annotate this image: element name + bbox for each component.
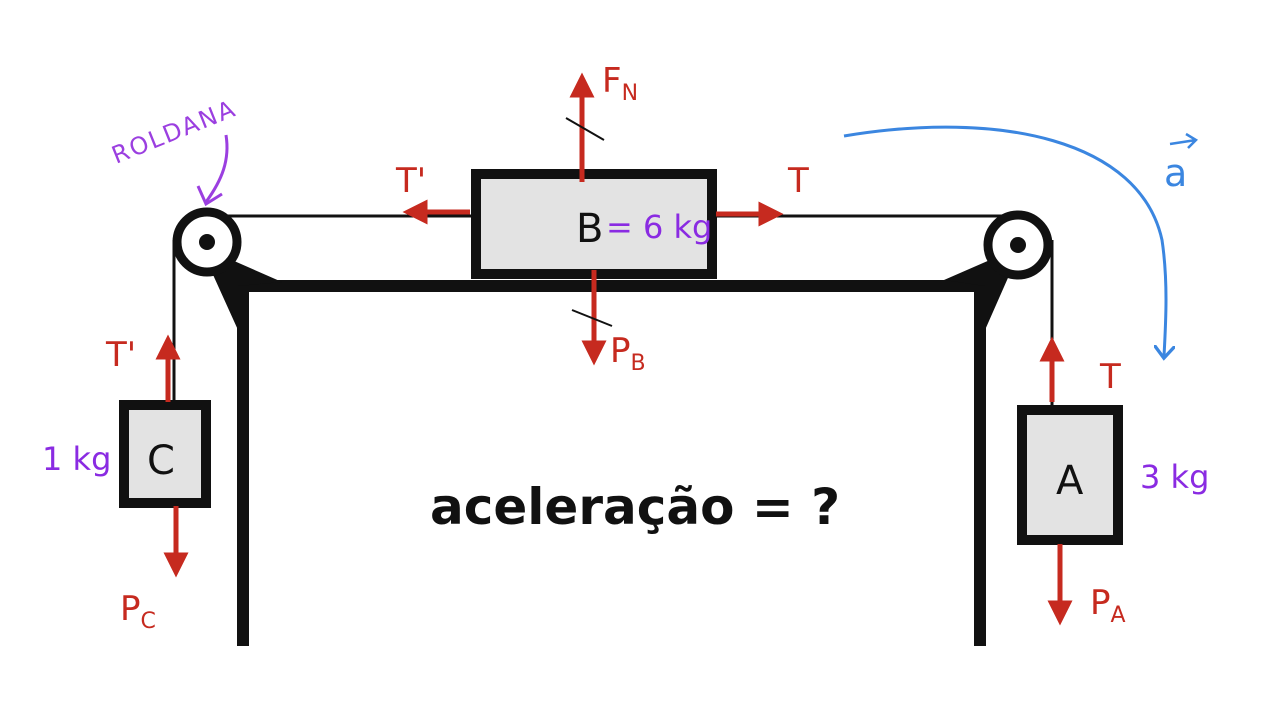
right-pulley-axle [1010,237,1026,253]
pulley-annotation-arrow [204,134,229,203]
left-pulley [172,207,282,330]
pulley-annotation: ROLDANA [108,94,241,207]
tension-a-label: T [1099,357,1121,397]
acceleration-vector-mark [1169,132,1199,149]
normal-force-label: FN [602,61,638,106]
tension-left-b-label: T' [395,161,426,201]
block-b-mass: = 6 kg [606,208,712,246]
block-a-label: A [1056,458,1084,504]
table [222,280,1000,646]
block-a-mass: 3 kg [1140,458,1209,496]
weight-b-label: PB [610,331,646,376]
block-c-body [119,400,211,508]
weight-a-label: PA [1090,583,1126,628]
block-b: B = 6 kg [471,169,717,279]
block-c-mass: 1 kg [42,440,111,478]
normal-force-cancel-mark [565,117,605,141]
left-pulley-axle [199,234,215,250]
acceleration-arrow [843,125,1166,356]
tension-c-label: T' [105,335,136,375]
block-c: C 1 kg [42,400,211,508]
block-c-label: C [147,438,175,484]
acceleration-question: aceleração = ? [430,478,841,536]
forces-block-c [155,334,189,578]
right-pulley [944,210,1053,330]
block-a-body [1017,405,1123,545]
pulley-annotation-text: ROLDANA [108,94,241,169]
weight-c-label: PC [120,589,156,634]
block-b-label: B [576,206,603,252]
block-b-body [471,169,717,279]
acceleration-label: a [1164,151,1187,195]
block-a: A 3 kg [1017,405,1209,545]
tension-right-b-label: T [787,161,809,201]
acceleration-indicator: a [843,125,1199,356]
forces-block-b [402,72,784,366]
forces-block-a [1039,336,1073,626]
weight-b-cancel-mark [571,309,613,327]
pulley-annotation-arrowhead [196,185,223,207]
